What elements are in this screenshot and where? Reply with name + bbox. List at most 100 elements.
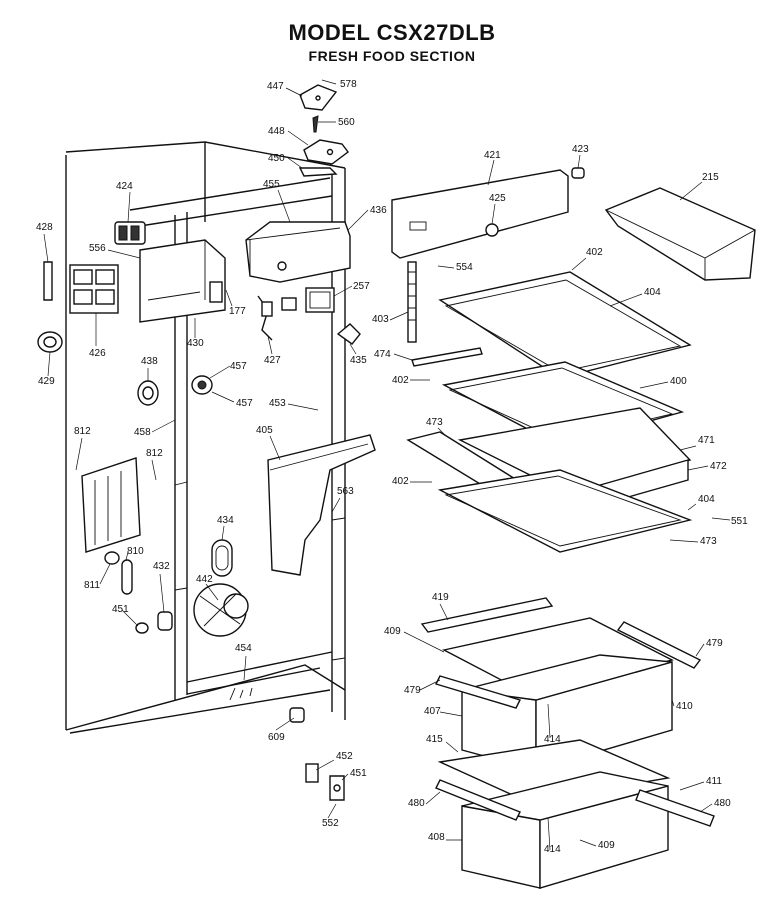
callout-556: 556 — [89, 243, 106, 254]
callout-457a: 457 — [230, 361, 247, 372]
callout-812a: 812 — [74, 426, 91, 437]
part-480-left-rail — [435, 779, 521, 821]
callout-400: 400 — [670, 376, 687, 387]
callout-434: 434 — [217, 515, 234, 526]
callout-428: 428 — [36, 222, 53, 233]
part-426-housing — [69, 264, 119, 314]
part-451-hinge — [329, 775, 345, 801]
callout-408: 408 — [428, 832, 445, 843]
callout-403: 403 — [372, 314, 389, 325]
part-427-wire-harness — [257, 295, 297, 341]
callout-419: 419 — [432, 592, 449, 603]
callout-453: 453 — [269, 398, 286, 409]
part-480-right-rail — [635, 789, 715, 827]
part-419-rail — [420, 597, 554, 633]
callout-454: 454 — [235, 643, 252, 654]
callout-421: 421 — [484, 150, 501, 161]
callout-402b: 402 — [392, 375, 409, 386]
callout-578: 578 — [340, 79, 357, 90]
part-432-shaft — [135, 611, 173, 634]
part-812-bracket — [81, 457, 141, 553]
part-560-screw — [312, 115, 319, 133]
callout-409b: 409 — [598, 840, 615, 851]
callout-812b: 812 — [146, 448, 163, 459]
callout-458: 458 — [134, 427, 151, 438]
part-452-bracket — [305, 763, 319, 783]
part-428-clip — [43, 261, 53, 301]
part-423-knob — [571, 167, 585, 179]
part-405-air-duct — [267, 434, 376, 576]
part-424-thermostat — [114, 221, 146, 245]
part-436-control-housing — [245, 221, 351, 283]
callout-432: 432 — [153, 561, 170, 572]
callout-411: 411 — [706, 776, 722, 787]
callout-442: 442 — [196, 574, 213, 585]
part-474-rail — [411, 347, 483, 367]
callout-450: 450 — [268, 153, 285, 164]
part-215-bin — [604, 187, 756, 281]
callout-451b: 451 — [350, 768, 367, 779]
callout-436: 436 — [370, 205, 387, 216]
callout-448: 448 — [268, 126, 285, 137]
part-429-knob — [37, 331, 63, 353]
callout-410: 410 — [676, 701, 693, 712]
part-438-fan-ring — [137, 380, 159, 406]
callout-215: 215 — [702, 172, 719, 183]
part-457-grommet — [191, 375, 213, 395]
callout-438: 438 — [141, 356, 158, 367]
part-435-cam — [336, 323, 361, 345]
callout-423: 423 — [572, 144, 589, 155]
callout-473b: 473 — [700, 536, 717, 547]
part-408-lower-drawer — [461, 771, 669, 889]
part-257-switch — [305, 287, 335, 313]
callout-472: 472 — [710, 461, 727, 472]
callout-447: 447 — [267, 81, 284, 92]
part-479-right-rail — [616, 621, 702, 669]
callout-560: 560 — [338, 117, 355, 128]
diagram-subtitle: FRESH FOOD SECTION — [308, 48, 476, 64]
callout-473a: 473 — [426, 417, 443, 428]
callout-452: 452 — [336, 751, 353, 762]
part-442-fan-motor — [193, 583, 249, 637]
callout-177: 177 — [229, 306, 246, 317]
callout-811: 811 — [84, 580, 100, 591]
callout-480a: 480 — [408, 798, 425, 809]
callout-474: 474 — [374, 349, 391, 360]
part-811-cap — [104, 551, 120, 565]
callout-402c: 402 — [392, 476, 409, 487]
callout-455: 455 — [263, 179, 280, 190]
callout-414a: 414 — [544, 734, 561, 745]
callout-424: 424 — [116, 181, 133, 192]
part-609-roller — [289, 707, 305, 723]
callout-402a: 402 — [586, 247, 603, 258]
part-448-bracket — [303, 139, 349, 165]
callout-labels: 447 578 560 448 450 421 423 215 424 455 … — [36, 79, 748, 855]
part-450-bulb-socket — [298, 167, 338, 177]
part-404-upper-shelf — [438, 271, 692, 379]
callout-435: 435 — [350, 355, 367, 366]
callout-563: 563 — [337, 486, 354, 497]
diagram-title: MODEL CSX27DLB — [288, 20, 496, 45]
callout-609: 609 — [268, 732, 285, 743]
part-447-cover — [299, 84, 338, 111]
leader-lines — [43, 79, 731, 851]
part-403-shelf-ladder — [407, 261, 417, 343]
part-421-control-rail — [391, 169, 569, 259]
callout-427: 427 — [264, 355, 281, 366]
callout-407: 407 — [424, 706, 441, 717]
callout-430: 430 — [187, 338, 204, 349]
part-434-vent — [211, 539, 233, 577]
callout-414b: 414 — [544, 844, 561, 855]
callout-415: 415 — [426, 734, 443, 745]
callout-409a: 409 — [384, 626, 401, 637]
callout-552: 552 — [322, 818, 339, 829]
callout-426: 426 — [89, 348, 106, 359]
callout-404b: 404 — [698, 494, 715, 505]
callout-480b: 480 — [714, 798, 731, 809]
callout-405: 405 — [256, 425, 273, 436]
callout-479a: 479 — [706, 638, 723, 649]
part-810-clip — [121, 559, 133, 595]
callout-471: 471 — [698, 435, 715, 446]
callout-457b: 457 — [236, 398, 253, 409]
